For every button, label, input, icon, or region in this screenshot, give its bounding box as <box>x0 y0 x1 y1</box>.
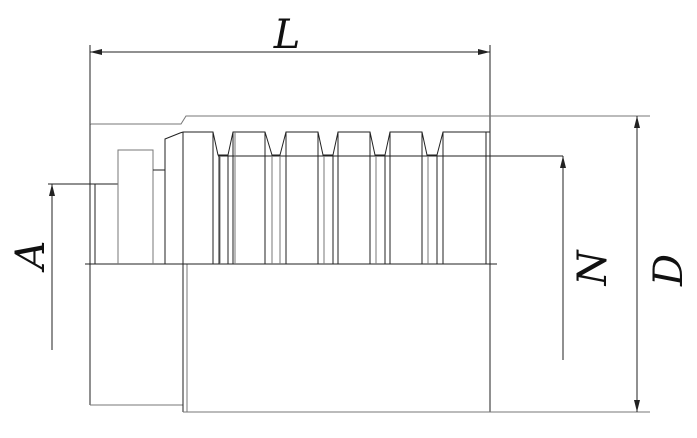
fitting-body <box>48 115 650 413</box>
label-D: D <box>646 254 692 287</box>
dimension-D: D <box>634 116 692 412</box>
label-N: N <box>570 249 616 287</box>
dimension-N: N <box>560 156 616 360</box>
label-L: L <box>273 12 301 58</box>
dimension-A: A <box>8 184 55 350</box>
dimension-L: L <box>89 12 491 412</box>
label-A: A <box>8 241 54 274</box>
